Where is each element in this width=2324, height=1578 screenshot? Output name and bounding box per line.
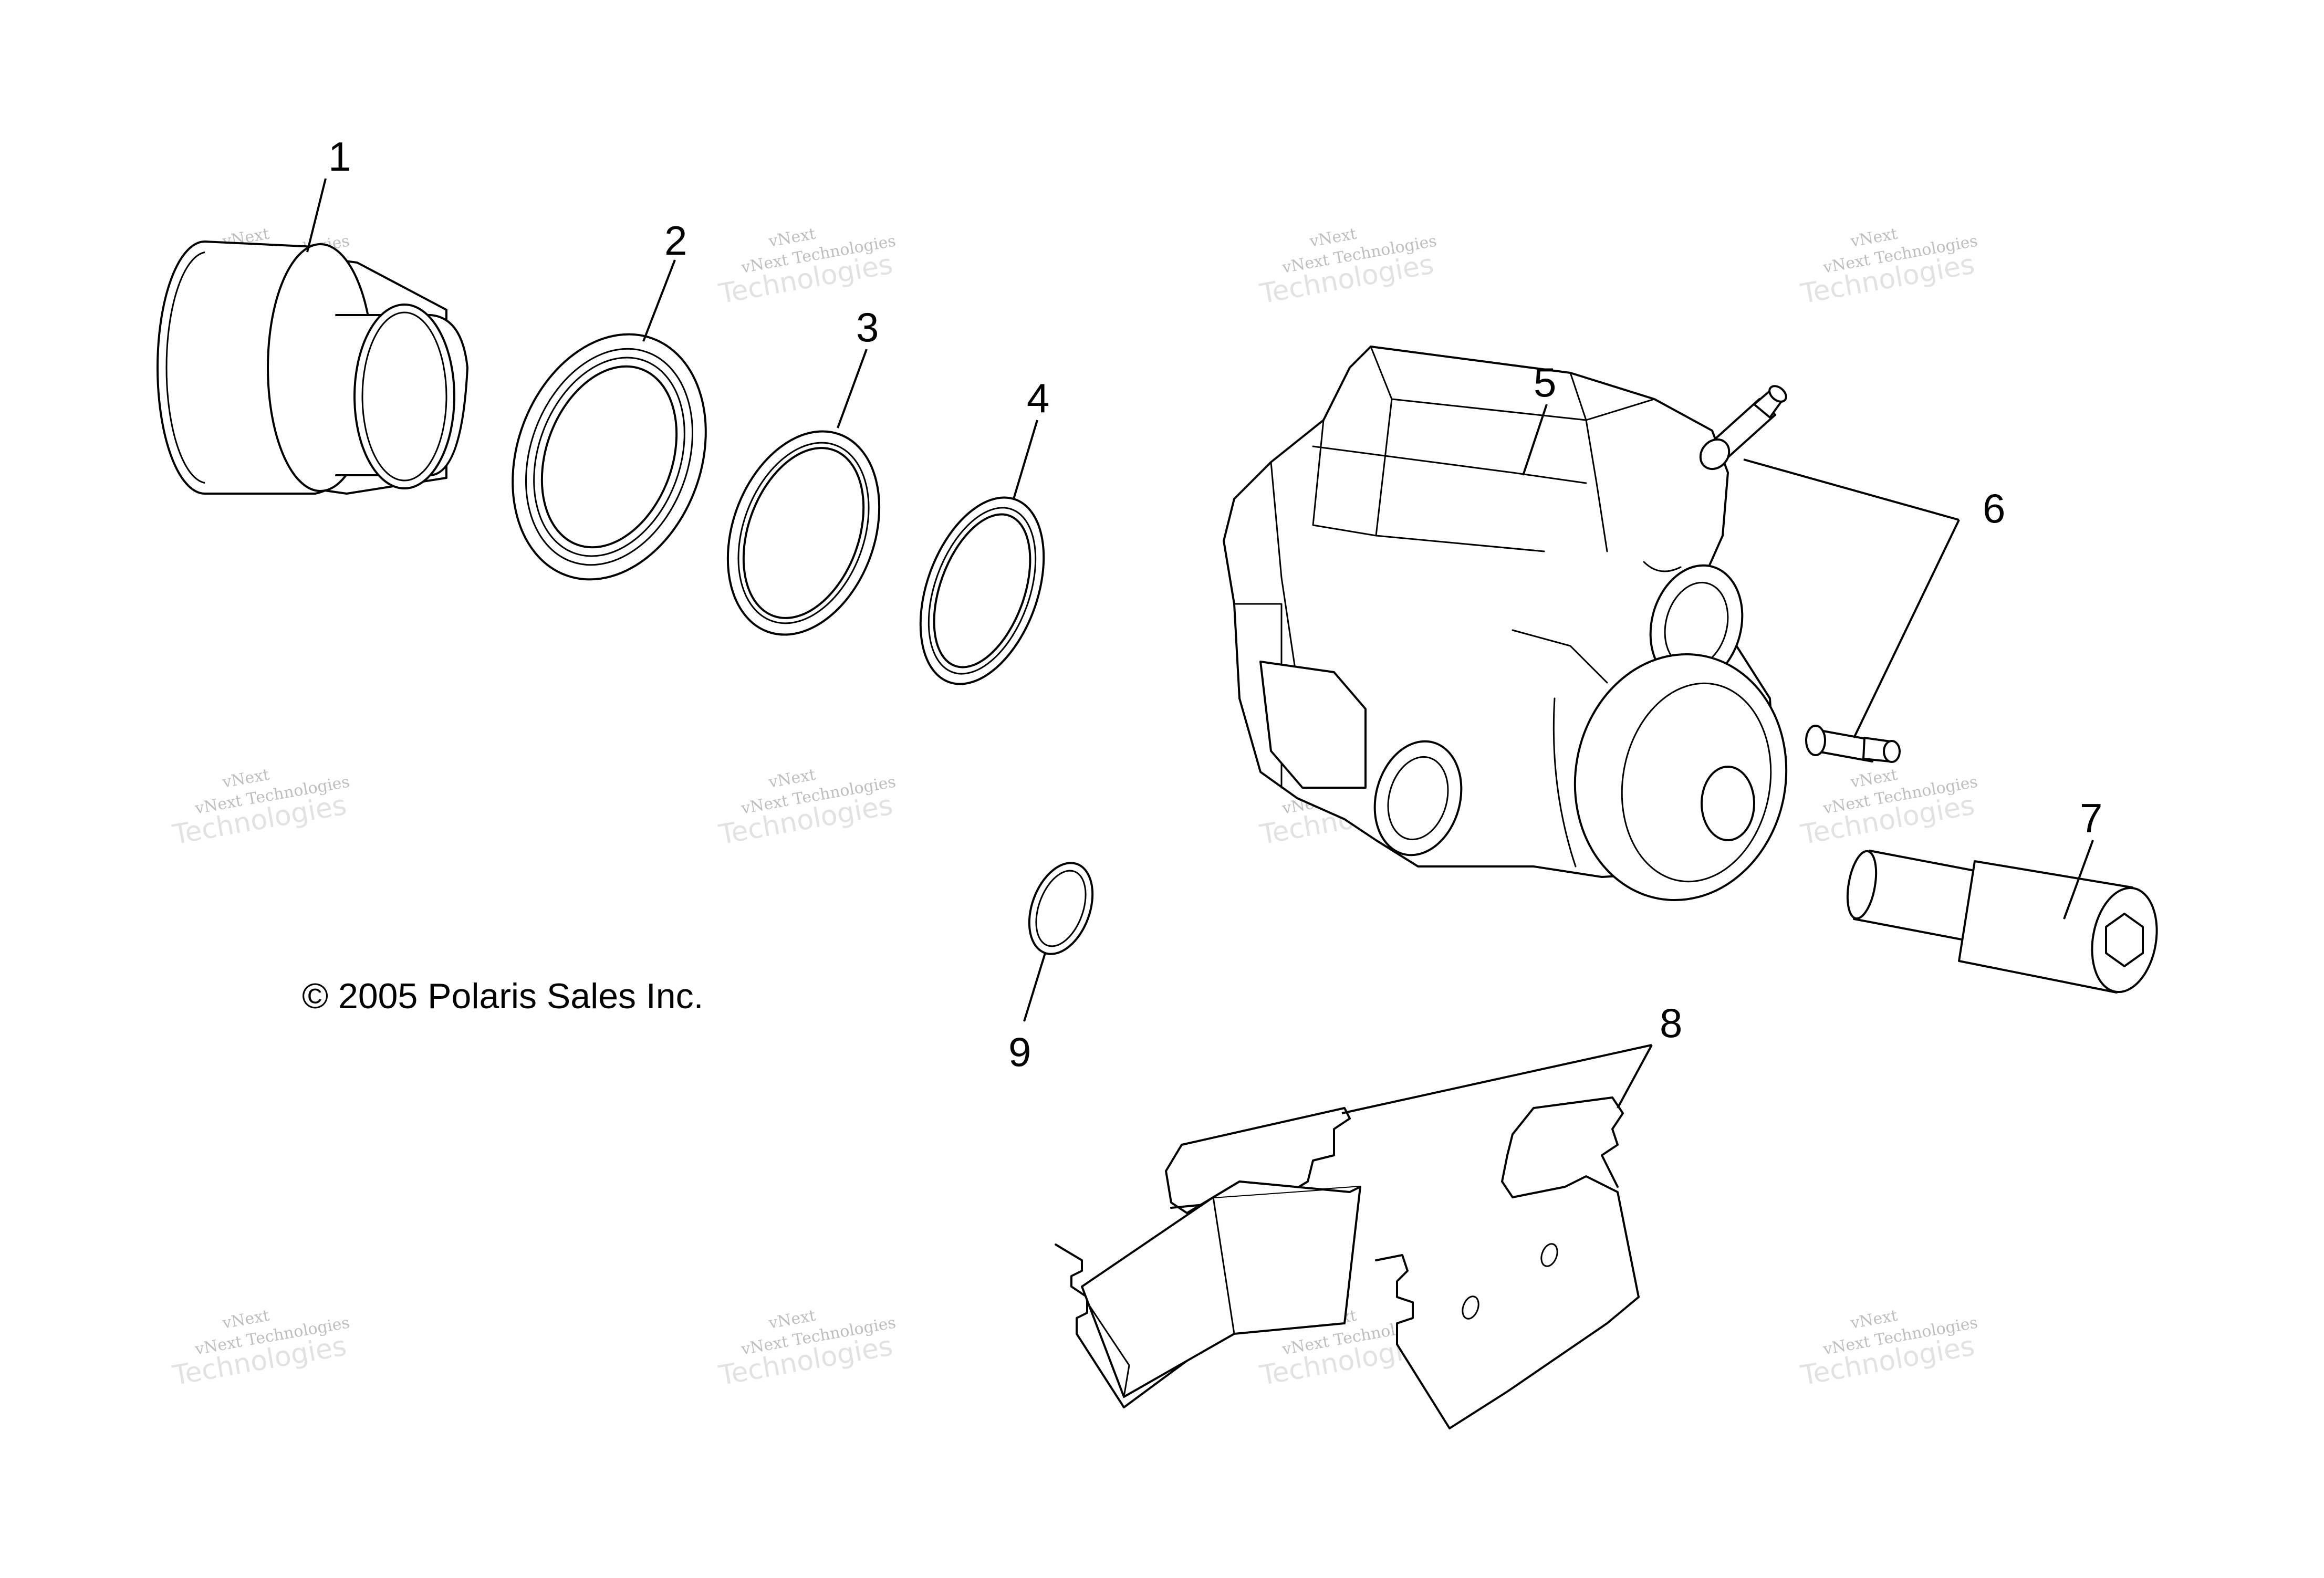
watermark: vNext vNext Technologies Technologies [1798,225,1979,310]
leader-5 [1522,404,1548,476]
watermark: vNext vNext Technologies Technologies [716,766,898,851]
part-9-o-ring [1028,862,1094,955]
callout-4: 4 [1027,375,1049,421]
watermark: vNext vNext Technologies Technologies [716,1307,898,1392]
callout-5: 5 [1534,359,1556,405]
callout-2: 2 [664,217,687,264]
leader-lines [306,178,2094,1114]
callout-8: 8 [1660,1000,1682,1046]
callout-3: 3 [856,304,879,350]
part-8-brake-pad-left [1055,1107,1361,1408]
part-6-bleeder-screw-top [1699,385,1787,471]
part-1-piston [157,241,468,495]
callout-7: 7 [2080,795,2102,841]
part-4-seal [919,496,1045,685]
part-7-caliper-pin [1846,850,2158,994]
callouts: 1 2 3 4 5 6 7 8 9 [328,133,2102,1075]
watermark: vNext vNext Technologies Technologies [1798,1307,1979,1392]
leader-6b [1853,519,1960,738]
leader-6a [1743,458,1960,521]
part-6-bleeder-screw-bottom [1805,725,1901,763]
leader-8b [1617,1044,1653,1109]
part-5-caliper-body [1223,346,1788,902]
leader-9 [1023,953,1046,1022]
watermark: vNext vNext Technologies Technologies [170,1307,351,1392]
watermark: vNext vNext Technologies Technologies [716,225,898,310]
part-8-brake-pad-right [1375,1096,1640,1429]
leader-3 [837,349,868,429]
callout-1: 1 [328,133,351,180]
part-2-dust-seal [512,333,707,581]
callout-6: 6 [1983,485,2005,531]
callout-9: 9 [1008,1029,1031,1075]
watermark: vNext vNext Technologies Technologies [1798,766,1979,851]
part-3-piston-seal [726,430,881,636]
watermark: vNext vNext Technologies Technologies [170,766,351,851]
copyright-notice: © 2005 Polaris Sales Inc. [302,976,704,1016]
leader-8a [1341,1044,1652,1114]
leader-7 [2063,840,2094,919]
watermark: vNext vNext Technologies Technologies [1257,225,1439,310]
leader-1 [306,178,327,253]
leader-2 [642,259,676,342]
leader-4 [1013,420,1038,499]
